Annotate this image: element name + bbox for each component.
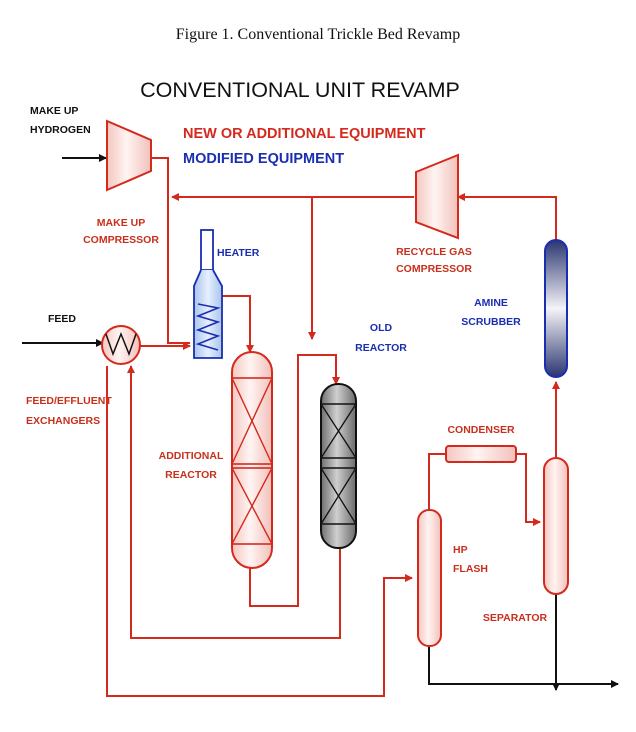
heater-outlet-line [220,295,254,353]
effluent-to-exchanger-line [127,365,341,639]
legend-new-equipment: NEW OR ADDITIONAL EQUIPMENT [183,126,426,142]
scrubber-to-recycle-line [457,193,557,240]
feed-effluent-exchanger [101,325,141,365]
label-additional-reactor-2: REACTOR [165,469,217,481]
label-heater: HEATER [217,247,260,259]
label-additional-reactor-1: ADDITIONAL [159,450,224,462]
label-amine-2: SCRUBBER [461,316,521,328]
makeup-compressor [106,119,152,192]
product-outlet-line [428,646,619,688]
label-amine-1: AMINE [474,297,508,309]
label-feed: FEED [48,313,76,325]
label-makeup-compressor-2: COMPRESSOR [83,234,159,246]
label-feed-effluent-2: EXCHANGERS [26,415,100,427]
condenser [445,445,517,463]
hp-flash [417,509,442,647]
label-hp-flash-2: FLASH [453,563,488,575]
label-condenser: CONDENSER [447,424,515,436]
label-feed-effluent-1: FEED/EFFLUENT [26,395,112,407]
label-hp-flash-1: HP [453,544,468,556]
exchanger-to-hp-flash-line [106,366,413,697]
hp-flash-overhead-line [428,453,446,510]
label-recycle-gas-2: COMPRESSOR [396,263,472,275]
condenser-to-separator-line [516,453,541,526]
diagram-title: CONVENTIONAL UNIT REVAMP [140,78,460,102]
makeup-discharge-line [150,157,190,344]
label-makeup-hydrogen-2: HYDROGEN [30,124,91,136]
label-makeup-hydrogen-1: MAKE UP [30,105,78,117]
figure-caption: Figure 1. Conventional Trickle Bed Revam… [176,26,460,43]
label-recycle-gas-1: RECYCLE GAS [396,246,472,258]
piping [22,154,619,697]
heater [193,229,223,359]
label-old-reactor-1: OLD [370,322,393,334]
label-old-reactor-2: REACTOR [355,342,407,354]
recycle-gas-compressor [415,153,459,240]
amine-scrubber [544,239,568,378]
legend-modified-equipment: MODIFIED EQUIPMENT [183,151,344,167]
additional-reactor [231,351,273,569]
old-reactor [320,383,357,549]
reactor-interconnect-line [249,354,340,607]
separator [543,457,569,595]
label-makeup-compressor-1: MAKE UP [97,217,145,229]
label-separator: SEPARATOR [483,612,548,624]
